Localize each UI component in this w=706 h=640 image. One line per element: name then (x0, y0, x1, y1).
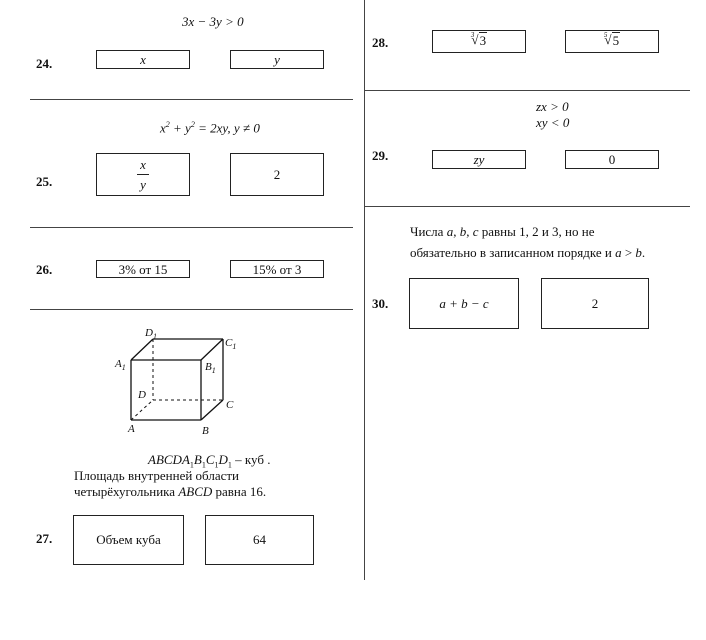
vertex-label-b1: B1 (205, 361, 216, 376)
problem-27-statement-line2: Площадь внутренней области (74, 468, 240, 483)
problem-30-quantity-b: 2 (541, 278, 649, 329)
problem-29-quantity-a: zy (432, 150, 526, 169)
problem-27-statement-line1: ABCDA1B1C1D1 – куб . (148, 452, 271, 470)
problem-27-quantity-a: Объем куба (73, 515, 184, 565)
fifth-root-5: 5 √ 5 (603, 31, 621, 48)
vertex-label-a: A (128, 423, 135, 435)
vertex-label-c: C (226, 399, 234, 411)
vertex-label-d: D (138, 389, 146, 401)
problem-25-condition: x2 + y2 = 2xy, y ≠ 0 (160, 120, 260, 136)
problem-25-quantity-b: 2 (230, 153, 324, 196)
problem-30-statement-line1: Числа a, b, c равны 1, 2 и 3, но не (410, 224, 595, 239)
problem-26-number: 26. (36, 262, 53, 277)
problem-25-quantity-a: x y (96, 153, 190, 196)
problem-26-quantity-a: 3% от 15 (96, 260, 190, 278)
vertex-label-c1: C1 (225, 337, 237, 352)
fraction-bar (137, 174, 149, 175)
problem-27-statement-line3: четырёхугольника ABCD равна 16. (74, 484, 267, 499)
problem-27-number: 27. (36, 531, 53, 546)
fraction-x-over-y: x y (137, 157, 149, 192)
divider-24-25 (30, 99, 353, 100)
problem-29-quantity-b: 0 (565, 150, 659, 169)
problem-24-quantity-a: x (96, 50, 190, 69)
divider-29-30 (364, 206, 690, 207)
problem-29-condition-line2: xy < 0 (536, 115, 570, 130)
problem-24-quantity-b: y (230, 50, 324, 69)
problem-29-number: 29. (372, 148, 389, 163)
problem-25-number: 25. (36, 174, 53, 189)
problem-28-quantity-a: 3 √ 3 (432, 30, 526, 53)
problem-30-statement-line2: обязательно в записанном порядке и a > b… (410, 245, 646, 260)
problem-24-number: 24. (36, 56, 53, 71)
problem-28-number: 28. (372, 35, 389, 50)
vertex-label-a1: A1 (115, 358, 126, 373)
problem-26-quantity-b: 15% от 3 (230, 260, 324, 278)
column-divider (364, 0, 365, 580)
vertex-label-b: B (202, 425, 209, 437)
divider-28-29 (364, 90, 690, 91)
divider-25-26 (30, 227, 353, 228)
problem-30-number: 30. (372, 296, 389, 311)
problem-28-quantity-b: 5 √ 5 (565, 30, 659, 53)
problem-29-condition-line1: zx > 0 (536, 99, 569, 114)
cube-diagram (130, 338, 224, 421)
problem-30-quantity-a: a + b − c (409, 278, 519, 329)
problem-24-condition: 3x − 3y > 0 (182, 14, 244, 29)
vertex-label-d1: D1 (145, 327, 157, 342)
problem-27-quantity-b: 64 (205, 515, 314, 565)
cube-root-3: 3 √ 3 (470, 31, 488, 48)
divider-26-27 (30, 309, 353, 310)
